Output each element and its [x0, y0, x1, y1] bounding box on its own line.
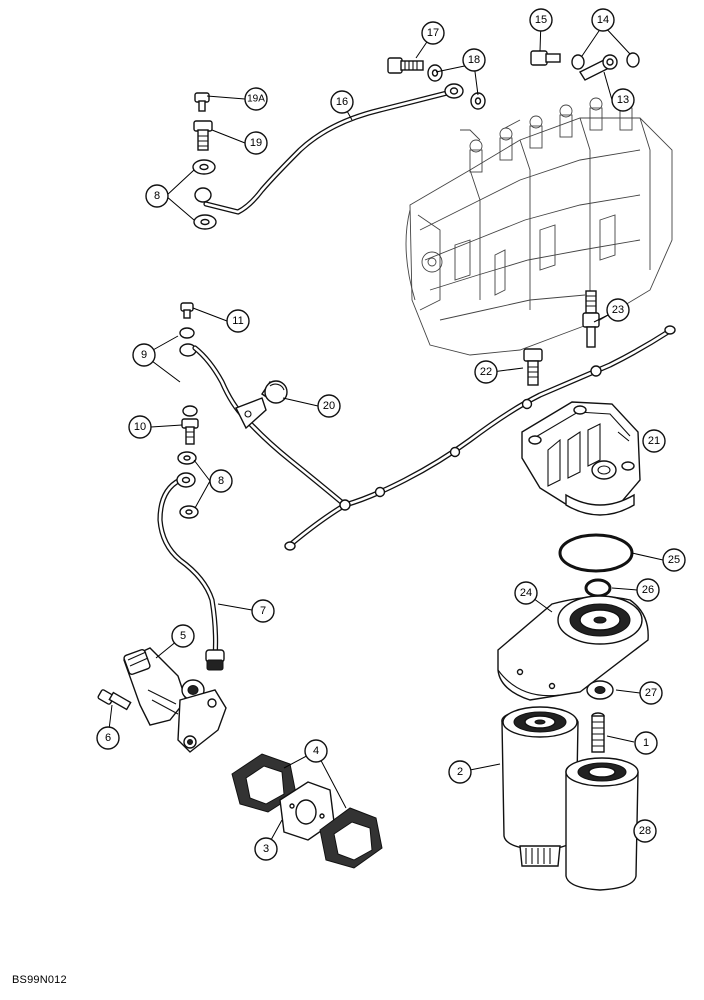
callout-circle-25	[662, 548, 686, 572]
callout-24: 24	[520, 587, 532, 599]
callout-circle-11	[226, 309, 250, 333]
callout-6: 6	[105, 732, 111, 744]
callout-circle-16	[330, 90, 354, 114]
callout-19: 19	[250, 137, 262, 149]
callout-circle-8-upper	[145, 184, 169, 208]
callout-circle-27	[639, 681, 663, 705]
gasket-4b	[319, 807, 383, 869]
washer-8-upper-a-hole	[199, 163, 209, 171]
figure-reference-code: BS99N012	[12, 974, 67, 986]
seal-ring-25-center	[565, 539, 627, 567]
callout-4: 4	[313, 745, 319, 757]
callout-28: 28	[639, 825, 651, 837]
callout-17: 17	[427, 27, 439, 39]
banjo-bolt-15	[530, 50, 561, 66]
check-valve-1	[591, 712, 605, 753]
bolt-19a	[194, 92, 210, 112]
callout-markers: 1 2 3 4 5 6 7 8 8 9 10 11 13 14 15 16 17	[96, 8, 686, 861]
callout-circle-13	[611, 88, 635, 112]
callout-circle-15	[529, 8, 553, 32]
callout-circle-2	[448, 760, 472, 784]
washer-8-upper-b-hole	[200, 218, 210, 226]
banjo-bolt-17	[387, 57, 424, 74]
callout-10: 10	[134, 421, 146, 433]
callout-circle-9	[132, 343, 156, 367]
sealing-washer-18a-hole	[431, 69, 439, 77]
fuel-injection-pump-illustration	[405, 97, 673, 356]
fuel-transfer-pump-5	[123, 647, 227, 753]
callout-15: 15	[535, 14, 547, 26]
callout-circle-21	[642, 429, 666, 453]
washer-8-lower-a-hole	[183, 455, 191, 461]
callout-circle-28	[633, 819, 657, 843]
callout-14: 14	[597, 14, 609, 26]
washer-14b	[626, 52, 640, 68]
callout-2: 2	[457, 766, 463, 778]
callout-11: 11	[232, 315, 243, 327]
callout-circle-19a	[244, 87, 268, 111]
sealing-washer-18b-hole	[474, 97, 482, 105]
nut-27	[586, 680, 614, 700]
o-ring-26	[584, 578, 612, 598]
callout-7: 7	[260, 605, 266, 617]
bolt-11	[180, 302, 194, 319]
callout-circle-19	[244, 131, 268, 155]
callout-8-lower: 8	[218, 475, 224, 487]
callout-25: 25	[668, 554, 680, 566]
callout-23: 23	[612, 304, 624, 316]
callout-8-upper: 8	[154, 190, 160, 202]
fuel-filter-2	[501, 706, 579, 867]
callout-circle-5	[171, 624, 195, 648]
callout-circle-4	[304, 739, 328, 763]
callout-circle-22	[474, 360, 498, 384]
bolt-10	[181, 405, 199, 445]
callout-circle-23	[606, 298, 630, 322]
callout-13: 13	[617, 94, 629, 106]
fuel-line-7	[157, 472, 225, 671]
callout-19a: 19A	[247, 94, 265, 105]
fuel-line-16	[194, 83, 464, 215]
filter-adapter-24	[497, 595, 649, 701]
callout-circle-14	[591, 8, 615, 32]
callout-21: 21	[648, 435, 660, 447]
callout-26: 26	[642, 584, 654, 596]
callout-circle-18	[462, 48, 486, 72]
filter-head-21	[521, 401, 641, 516]
fuel-return-line	[192, 325, 676, 551]
stud-23	[582, 290, 600, 348]
callout-circle-10	[128, 415, 152, 439]
callout-circle-26	[636, 578, 660, 602]
callout-22: 22	[480, 366, 492, 378]
washer-9a	[179, 327, 195, 339]
callout-circle-1	[634, 731, 658, 755]
fuel-filter-28	[565, 757, 639, 891]
callout-circle-20	[317, 394, 341, 418]
callout-circle-24	[514, 581, 538, 605]
callout-1: 1	[643, 737, 649, 749]
callout-circle-6	[96, 726, 120, 750]
connector-fitting-13	[578, 54, 618, 81]
washer-8-lower-b-hole	[185, 509, 193, 515]
callout-circle-3	[254, 837, 278, 861]
callout-27: 27	[645, 687, 657, 699]
plug-20	[261, 380, 288, 404]
callout-circle-7	[251, 599, 275, 623]
callout-20: 20	[323, 400, 335, 412]
callout-18: 18	[468, 54, 480, 66]
callout-3: 3	[263, 843, 269, 855]
callout-circle-8-lower	[209, 469, 233, 493]
bolt-19	[193, 120, 213, 151]
callout-9: 9	[141, 349, 147, 361]
bolt-22	[523, 348, 543, 386]
washer-14a	[571, 54, 585, 70]
callout-5: 5	[180, 630, 186, 642]
mounting-plate-3	[279, 781, 335, 841]
callout-16: 16	[336, 96, 348, 108]
bolt-6	[97, 689, 132, 711]
gasket-4a	[231, 753, 297, 813]
callout-circle-17	[421, 21, 445, 45]
